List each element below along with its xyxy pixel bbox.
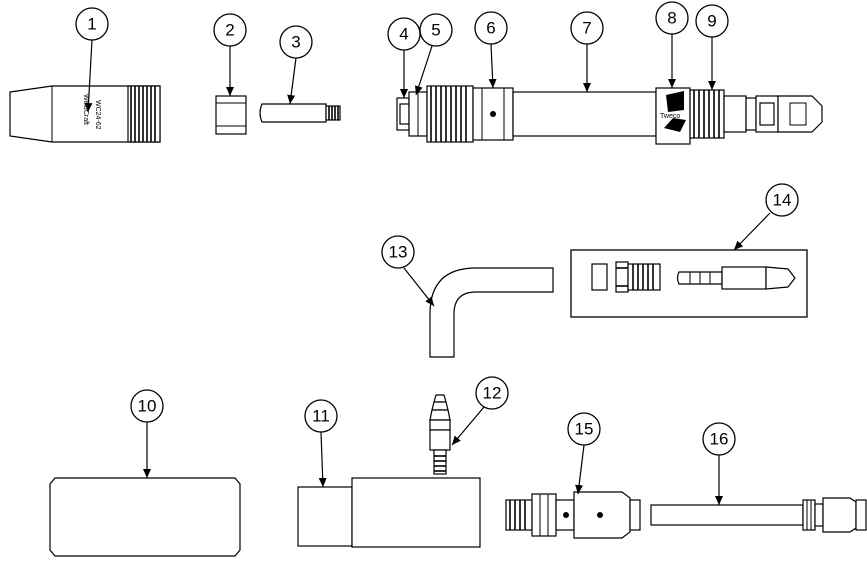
part-5-gas-diffuser [408,91,428,137]
callout-1-label: 1 [87,15,96,34]
leader-lines [84,34,771,505]
part-12-barb-fitting [429,394,451,475]
callout-6: 6 [474,11,508,45]
torch-body-assembly: Tweco [396,85,823,145]
part-9-thread [689,89,725,139]
nozzle-stamp-text: WC24-62 [94,100,101,130]
callout-7-label: 7 [582,19,591,38]
handle-logo-text: Tweco [660,113,680,120]
part-7-tube [512,91,657,137]
callout-11-label: 11 [312,407,330,426]
part-16-cable [650,497,867,533]
callout-16: 16 [702,422,736,456]
part-14-fitting-kit [570,249,808,318]
callout-3-label: 3 [291,33,300,52]
part-10-sleeve [49,477,241,557]
part-8-handle-head: Tweco [655,87,691,145]
callout-12: 12 [475,376,509,410]
callout-13-label: 13 [389,243,408,262]
part-1-nozzle: WC24-62 WeldCraft [9,85,161,143]
callout-13: 13 [381,235,415,269]
callout-10: 10 [130,389,164,423]
part-13-elbow-hose [429,267,554,358]
callout-16-label: 16 [710,430,729,449]
callout-14: 14 [765,183,799,217]
part-3-contact-tip [259,103,341,123]
callout-4-label: 4 [399,25,408,44]
callout-8: 8 [655,1,689,35]
callout-1: 1 [75,7,109,41]
callout-10-label: 10 [138,397,157,416]
rear-fitting [723,95,823,133]
part-15-connector [505,491,641,539]
body-thread [426,85,474,143]
callout-9-label: 9 [707,12,716,31]
callout-4: 4 [387,17,421,51]
callout-5: 5 [419,13,453,47]
callout-8-label: 8 [667,9,676,28]
part-4-insulator [396,97,410,131]
callout-11: 11 [304,399,338,433]
part-6-collar [472,87,514,141]
callout-12-label: 12 [483,384,502,403]
callout-3: 3 [279,25,313,59]
callout-15-label: 15 [575,420,594,439]
callout-15: 15 [567,412,601,446]
callout-5-label: 5 [431,21,440,40]
callout-7: 7 [570,11,604,45]
callout-2: 2 [213,13,247,47]
part-11-handle [297,477,481,548]
nozzle-thread [130,86,156,142]
part-2-tip-adapter [215,95,247,135]
callout-2-label: 2 [225,21,234,40]
callout-9: 9 [695,4,729,38]
callout-6-label: 6 [486,19,495,38]
callout-14-label: 14 [773,191,792,210]
